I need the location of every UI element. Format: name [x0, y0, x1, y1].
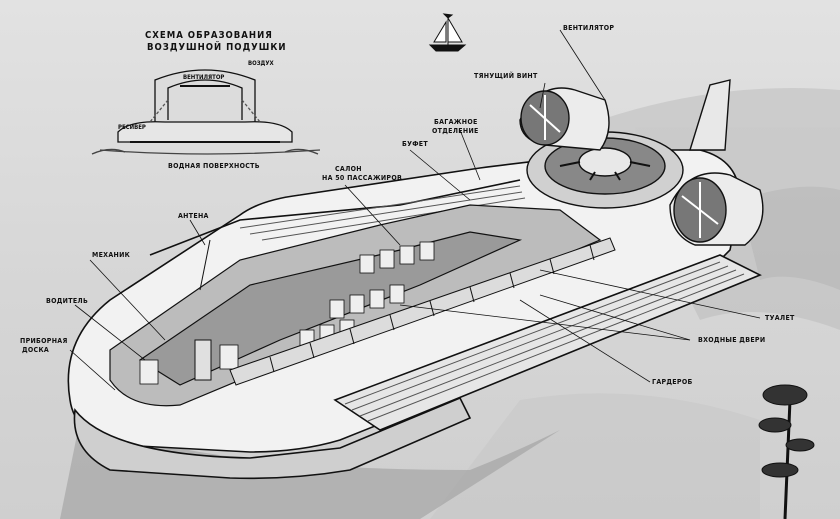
- tree: [758, 384, 815, 519]
- label-cabin-1: САЛОН: [335, 165, 362, 173]
- front-door: [194, 339, 212, 381]
- propeller-duct-lower: [669, 172, 764, 246]
- label-antenna: АНТЕНА: [178, 212, 209, 220]
- label-buffet: БУФЕТ: [402, 140, 428, 148]
- scheme-air-label: ВОЗДУХ: [248, 60, 274, 67]
- callout-lines: [69, 29, 761, 391]
- scheme-title-line1: СХЕМА ОБРАЗОВАНИЯ: [145, 30, 273, 41]
- scheme-receiver-label: РЕСИВЕР: [118, 124, 146, 131]
- antenna: [199, 239, 211, 291]
- label-wardrobe: ГАРДЕРОБ: [652, 378, 693, 386]
- scheme-fan-label: ВЕНТИЛЯТОР: [183, 74, 225, 81]
- label-fan: ВЕНТИЛЯТОР: [563, 24, 615, 32]
- label-entry-doors: ВХОДНЫЕ ДВЕРИ: [698, 336, 766, 344]
- label-pusher-propeller: ТЯНУЩИЙ ВИНТ: [474, 72, 538, 80]
- label-toilet: ТУАЛЕТ: [765, 314, 795, 322]
- label-baggage-1: БАГАЖНОЕ: [434, 118, 478, 126]
- deck-stripes: [239, 185, 745, 422]
- scheme-title-line2: ВОЗДУШНОЙ ПОДУШКИ: [147, 42, 287, 53]
- window-band: [229, 237, 616, 386]
- label-driver: ВОДИТЕЛЬ: [46, 297, 89, 305]
- passenger-seats: [139, 241, 435, 385]
- label-dashboard-2: ДОСКА: [22, 346, 50, 354]
- scheme-water-label: ВОДНАЯ ПОВЕРХНОСТЬ: [168, 162, 260, 170]
- label-mechanic: МЕХАНИК: [92, 251, 131, 259]
- cushion-scheme: [91, 69, 321, 155]
- tail-fin: [689, 79, 731, 151]
- label-dashboard-1: ПРИБОРНАЯ: [20, 337, 68, 345]
- lift-fan: [526, 131, 684, 209]
- sailboat: [428, 13, 467, 52]
- label-cabin-2: НА 50 ПАССАЖИРОВ: [322, 174, 403, 182]
- propeller-duct-upper: [519, 87, 610, 151]
- label-baggage-2: ОТДЕЛЕНИЕ: [432, 127, 479, 135]
